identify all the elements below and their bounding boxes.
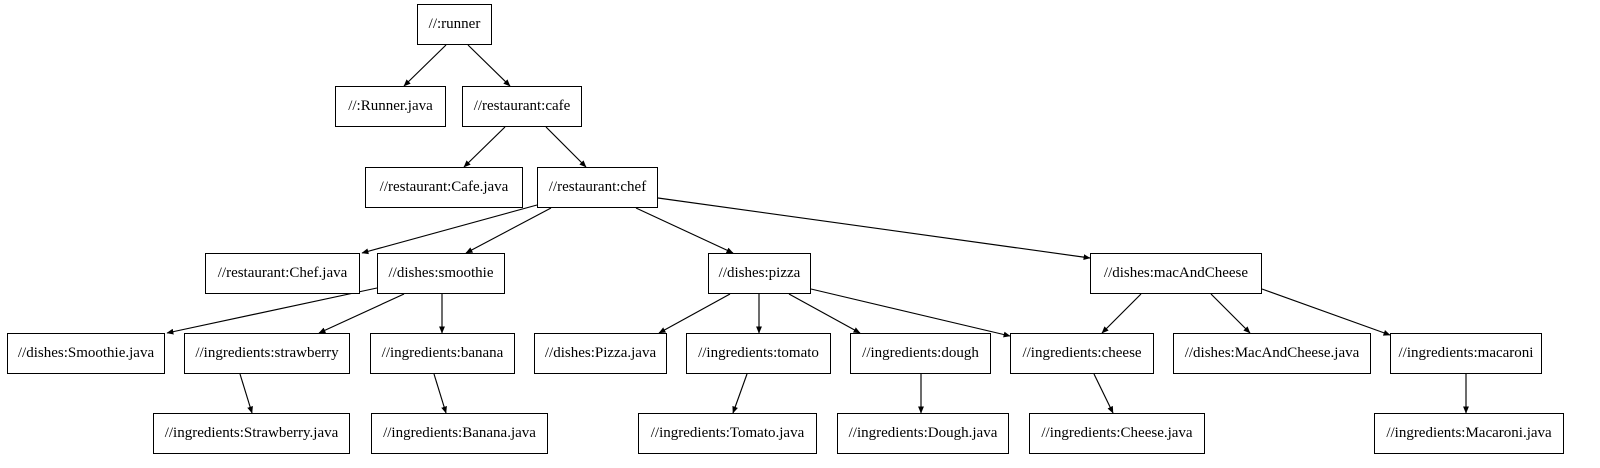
graph-node-label: //ingredients:macaroni <box>1398 345 1534 361</box>
graph-node-label: //restaurant:chef <box>548 179 647 195</box>
graph-node-runner-java[interactable]: //:Runner.java <box>335 86 446 127</box>
graph-node-label: //ingredients:banana <box>381 345 504 361</box>
graph-node-chef-java[interactable]: //restaurant:Chef.java <box>205 253 360 294</box>
graph-node-ing-macaroni[interactable]: //ingredients:macaroni <box>1390 333 1542 374</box>
graph-node-label: //dishes:MacAndCheese.java <box>1184 345 1360 361</box>
graph-node-label: //restaurant:cafe <box>473 98 571 114</box>
graph-node-label: //restaurant:Chef.java <box>217 265 348 281</box>
graph-node-label: //dishes:smoothie <box>388 265 494 281</box>
graph-node-label: //ingredients:Cheese.java <box>1041 425 1193 441</box>
graph-node-label: //dishes:macAndCheese <box>1103 265 1249 281</box>
graph-node-tomato-java[interactable]: //ingredients:Tomato.java <box>638 413 817 454</box>
graph-node-cafe-java[interactable]: //restaurant:Cafe.java <box>365 167 523 208</box>
graph-node-restaurant-chef[interactable]: //restaurant:chef <box>537 167 658 208</box>
graph-node-macandcheese-java[interactable]: //dishes:MacAndCheese.java <box>1173 333 1371 374</box>
graph-node-ing-strawberry[interactable]: //ingredients:strawberry <box>184 333 350 374</box>
graph-node-dough-java[interactable]: //ingredients:Dough.java <box>837 413 1009 454</box>
graph-node-label: //dishes:pizza <box>718 265 801 281</box>
graph-node-macaroni-java[interactable]: //ingredients:Macaroni.java <box>1374 413 1564 454</box>
graph-node-label: //ingredients:Dough.java <box>848 425 998 441</box>
graph-node-banana-java[interactable]: //ingredients:Banana.java <box>371 413 548 454</box>
graph-node-label: //ingredients:tomato <box>698 345 819 361</box>
graph-node-label: //ingredients:Strawberry.java <box>164 425 339 441</box>
graph-node-label: //:Runner.java <box>348 98 433 114</box>
graph-node-dishes-macandcheese[interactable]: //dishes:macAndCheese <box>1090 253 1262 294</box>
graph-node-runner[interactable]: //:runner <box>417 4 492 45</box>
graph-node-label: //ingredients:Tomato.java <box>650 425 805 441</box>
graph-node-restaurant-cafe[interactable]: //restaurant:cafe <box>462 86 582 127</box>
graph-node-dishes-smoothie[interactable]: //dishes:smoothie <box>377 253 505 294</box>
graph-node-ing-dough[interactable]: //ingredients:dough <box>850 333 991 374</box>
graph-node-label: //:runner <box>428 16 481 32</box>
graph-node-label: //ingredients:dough <box>862 345 979 361</box>
graph-node-ing-tomato[interactable]: //ingredients:tomato <box>686 333 831 374</box>
graph-node-label: //ingredients:cheese <box>1022 345 1142 361</box>
graph-node-label: //dishes:Pizza.java <box>544 345 657 361</box>
graph-node-pizza-java[interactable]: //dishes:Pizza.java <box>534 333 667 374</box>
graph-node-label: //ingredients:Banana.java <box>383 425 536 441</box>
graph-node-label: //dishes:Smoothie.java <box>17 345 155 361</box>
graph-node-strawberry-java[interactable]: //ingredients:Strawberry.java <box>153 413 350 454</box>
graph-node-cheese-java[interactable]: //ingredients:Cheese.java <box>1029 413 1205 454</box>
graph-node-label: //restaurant:Cafe.java <box>379 179 509 195</box>
graph-node-smoothie-java[interactable]: //dishes:Smoothie.java <box>7 333 165 374</box>
graph-node-ing-banana[interactable]: //ingredients:banana <box>370 333 515 374</box>
graph-node-label: //ingredients:Macaroni.java <box>1386 425 1552 441</box>
graph-node-label: //ingredients:strawberry <box>195 345 339 361</box>
graph-node-ing-cheese[interactable]: //ingredients:cheese <box>1010 333 1154 374</box>
graph-node-dishes-pizza[interactable]: //dishes:pizza <box>708 253 811 294</box>
